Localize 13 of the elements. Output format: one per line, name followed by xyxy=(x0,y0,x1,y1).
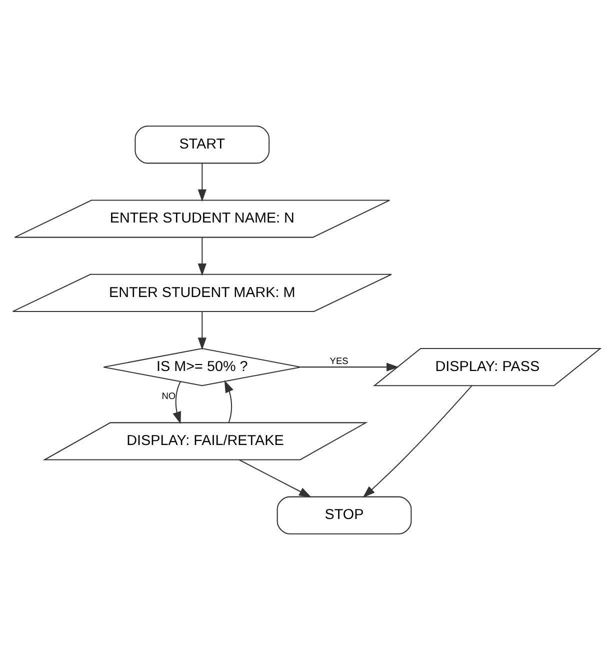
arrow xyxy=(224,380,234,423)
arrow xyxy=(362,385,472,498)
node-box: START xyxy=(134,126,270,164)
arrow xyxy=(198,164,206,202)
edge-label: YES xyxy=(330,356,348,366)
arrow xyxy=(198,312,206,350)
arrow xyxy=(239,459,312,498)
arrow xyxy=(172,381,181,424)
arrow xyxy=(198,238,206,276)
node-diamond: IS M>= 50% ? xyxy=(103,348,302,386)
edge-label: NO xyxy=(162,391,176,402)
node-box: STOP xyxy=(276,496,412,534)
arrow xyxy=(300,362,399,372)
